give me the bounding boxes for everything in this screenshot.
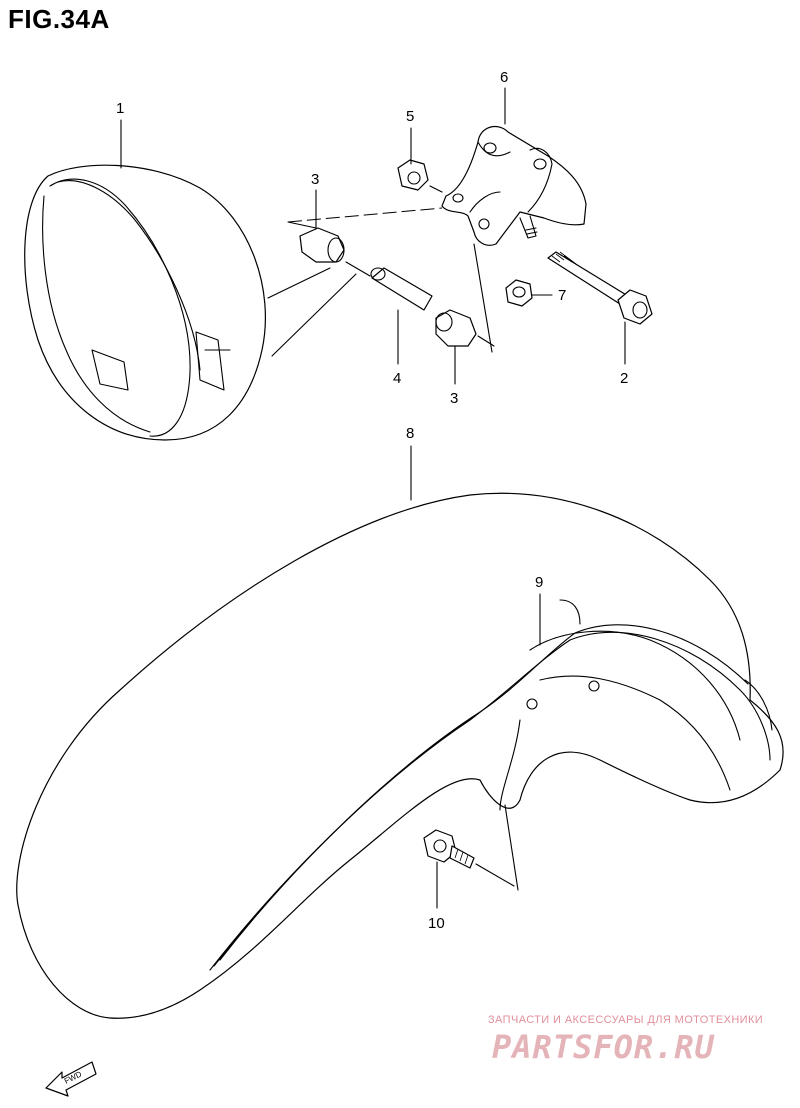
callout-8: 8 xyxy=(406,425,414,442)
callout-10: 10 xyxy=(428,915,445,932)
callout-3-upper: 3 xyxy=(311,171,319,188)
callout-4: 4 xyxy=(393,370,401,387)
callout-6: 6 xyxy=(500,69,508,86)
bushing-3-lower xyxy=(435,309,495,347)
figure-title: FIG.34A xyxy=(8,4,110,34)
headlight-housing xyxy=(24,164,357,441)
mounting-bracket xyxy=(441,125,587,353)
callout-1: 1 xyxy=(116,100,124,117)
watermark-logo: PARTSFOR.RU xyxy=(492,1028,715,1066)
callout-2: 2 xyxy=(620,370,628,387)
nut-7 xyxy=(505,279,533,307)
bushing-3-upper xyxy=(287,207,443,263)
fwd-arrow-icon: FWD xyxy=(45,1061,97,1097)
bolt-2 xyxy=(547,251,653,325)
nut-5 xyxy=(397,159,443,193)
front-fender xyxy=(16,492,784,1019)
callout-9: 9 xyxy=(535,574,543,591)
leader-lines xyxy=(120,87,626,909)
callout-3-lower: 3 xyxy=(450,390,458,407)
callout-7: 7 xyxy=(558,287,566,304)
callout-5: 5 xyxy=(406,108,414,125)
spacer-tube xyxy=(345,261,433,311)
watermark-caption: ЗАПЧАСТИ И АКСЕССУАРЫ ДЛЯ МОТОТЕХНИКИ xyxy=(488,1014,764,1026)
bolt-10 xyxy=(423,829,515,887)
